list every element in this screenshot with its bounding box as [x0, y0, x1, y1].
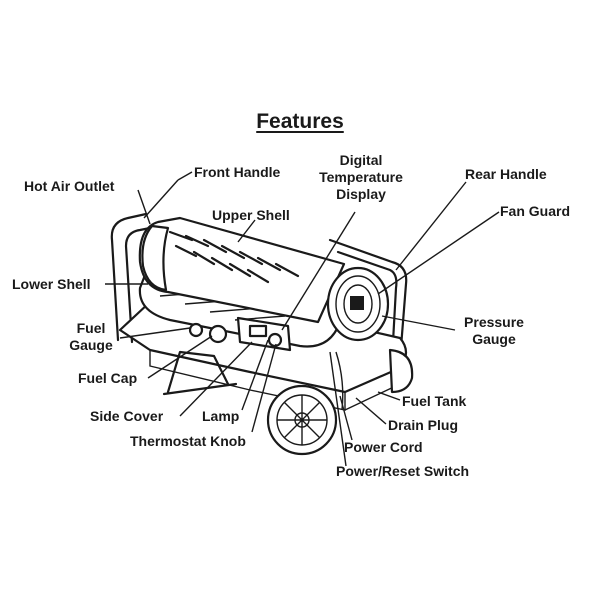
label-lamp: Lamp — [202, 408, 240, 424]
diagram-title: Features — [256, 110, 344, 133]
label-digital-temperature-display: Digital Temperature Display — [312, 152, 410, 203]
legs — [162, 350, 238, 396]
label-line: Gauge — [472, 331, 516, 347]
label-pressure-gauge: Pressure Gauge — [454, 314, 534, 348]
label-fuel-cap: Fuel Cap — [78, 370, 138, 386]
label-drain-plug: Drain Plug — [388, 417, 459, 433]
label-line: Digital — [339, 152, 383, 168]
label-line: Gauge — [69, 337, 113, 353]
frame — [110, 212, 408, 362]
label-power-cord: Power Cord — [344, 439, 423, 455]
upper-shell-shape — [138, 216, 346, 324]
label-lower-shell: Lower Shell — [12, 276, 91, 292]
label-fuel-gauge: Fuel Gauge — [64, 320, 118, 354]
label-line: Pressure — [464, 314, 524, 330]
label-power-reset-switch: Power/Reset Switch — [336, 463, 470, 479]
label-side-cover: Side Cover — [90, 408, 164, 424]
label-upper-shell: Upper Shell — [212, 207, 290, 223]
label-line: Display — [336, 186, 386, 202]
label-fuel-tank: Fuel Tank — [402, 393, 467, 409]
wheel-front — [266, 384, 338, 456]
label-hot-air-outlet: Hot Air Outlet — [24, 178, 115, 194]
label-line: Fuel — [76, 320, 106, 336]
label-rear-handle: Rear Handle — [465, 166, 547, 182]
control-panel-shape — [188, 316, 292, 352]
leader-lines — [105, 171, 500, 467]
label-fan-guard: Fan Guard — [500, 203, 571, 219]
wheel-rear — [388, 348, 414, 394]
fan-guard-shape — [326, 266, 390, 342]
label-line: Temperature — [319, 169, 403, 185]
label-front-handle: Front Handle — [194, 164, 281, 180]
label-thermostat-knob: Thermostat Knob — [130, 433, 246, 449]
